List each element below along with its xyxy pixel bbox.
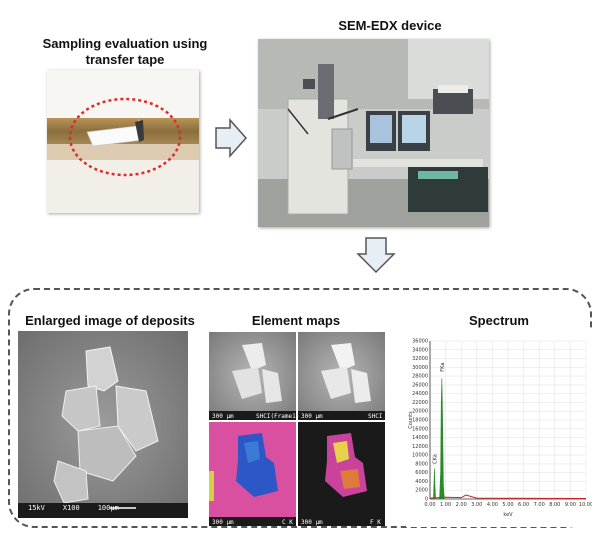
spectrum-title: Spectrum xyxy=(469,313,529,328)
y-tick-label: 36000 xyxy=(412,339,428,345)
tape-sampling-title: Sampling evaluation using transfer tape xyxy=(40,36,210,68)
sem-edx-title: SEM-EDX device xyxy=(338,18,442,33)
caption-voltage: 15kV xyxy=(28,504,45,512)
series-c-ka xyxy=(433,468,436,500)
element-maps-grid: 300 μm SHCI(Frame1) 300 μm SHCI 300 μm C… xyxy=(208,331,386,527)
caption-magnification: X100 xyxy=(62,504,80,512)
tape-title-line1: Sampling evaluation using xyxy=(42,36,208,51)
x-tick-label: 7.00 xyxy=(534,502,545,508)
map-scale-bl: 300 μm xyxy=(212,519,234,526)
arrow-right-icon xyxy=(215,118,248,158)
x-tick-label: 0.00 xyxy=(424,502,435,508)
map-label-br: F K xyxy=(370,519,381,526)
y-tick-label: 14000 xyxy=(412,435,428,441)
enlarged-image: 15kV X100 100μm xyxy=(18,331,188,518)
map-label-bl: C K xyxy=(282,519,293,526)
enlarged-caption: 15kV X100 100μm xyxy=(28,504,119,512)
series-f-ka xyxy=(438,378,445,500)
tape-photo-drawing xyxy=(47,70,199,213)
y-tick-label: 8000 xyxy=(415,461,428,467)
y-tick-label: 24000 xyxy=(412,391,428,397)
x-tick-label: 10.00 xyxy=(579,502,592,508)
y-tick-label: 2000 xyxy=(415,488,428,494)
spectrum-svg: 0.00 1.00 2.00 3.00 4.00 5.00 6.00 7.00 8.00 9.00… xyxy=(408,339,593,519)
arrow-down-icon xyxy=(356,237,396,274)
series-background xyxy=(429,494,587,500)
y-tick-label: 20000 xyxy=(412,409,428,415)
y-tick-label: 6000 xyxy=(415,470,428,476)
y-axis-label: Counts xyxy=(408,411,414,429)
enlarged-title: Enlarged image of deposits xyxy=(25,313,195,328)
y-tick-label: 30000 xyxy=(412,365,428,371)
y-tick-label: 22000 xyxy=(412,400,428,406)
x-tick-label: 8.00 xyxy=(549,502,560,508)
y-tick-label: 4000 xyxy=(415,479,428,485)
x-tick-label: 6.00 xyxy=(518,502,529,508)
sem-edx-photo xyxy=(258,39,489,227)
y-tick-label: 26000 xyxy=(412,382,428,388)
element-maps-title: Element maps xyxy=(251,313,341,328)
map-scale-tr: 300 μm xyxy=(301,413,323,420)
x-tick-label: 9.00 xyxy=(565,502,576,508)
y-tick-label: 18000 xyxy=(412,418,428,424)
x-axis-label: keV xyxy=(503,512,513,518)
x-tick-label: 5.00 xyxy=(502,502,513,508)
y-tick-label: 32000 xyxy=(412,356,428,362)
enlarged-sem-drawing xyxy=(18,331,188,518)
map-label-tr: SHCI xyxy=(368,413,383,420)
map-scale-tl: 300 μm xyxy=(212,413,234,420)
spectrum-chart: 0.00 1.00 2.00 3.00 4.00 5.00 6.00 7.00 8.00 9.00… xyxy=(406,329,593,527)
sem-edx-drawing xyxy=(258,39,489,227)
y-tick-label: 10000 xyxy=(412,453,428,459)
y-tick-label: 0 xyxy=(425,497,428,503)
caption-scale: 100μm xyxy=(97,504,119,512)
y-tick-label: 16000 xyxy=(412,426,428,432)
y-tick-label: 34000 xyxy=(412,347,428,353)
x-tick-label: 1.00 xyxy=(440,502,451,508)
peak-label-f: FKa xyxy=(440,363,446,372)
y-tick-label: 28000 xyxy=(412,374,428,380)
tape-title-line2: transfer tape xyxy=(85,52,165,67)
peak-label-c: CKa xyxy=(433,454,439,464)
map-scale-br: 300 μm xyxy=(301,519,323,526)
x-tick-label: 3.00 xyxy=(471,502,482,508)
map-label-tl: SHCI(Frame1) xyxy=(256,413,299,420)
x-tick-label: 4.00 xyxy=(487,502,498,508)
x-tick-label: 2.00 xyxy=(456,502,467,508)
tape-photo xyxy=(47,70,199,213)
element-maps-drawing: 300 μm SHCI(Frame1) 300 μm SHCI 300 μm C… xyxy=(209,332,385,526)
y-tick-label: 12000 xyxy=(412,444,428,450)
